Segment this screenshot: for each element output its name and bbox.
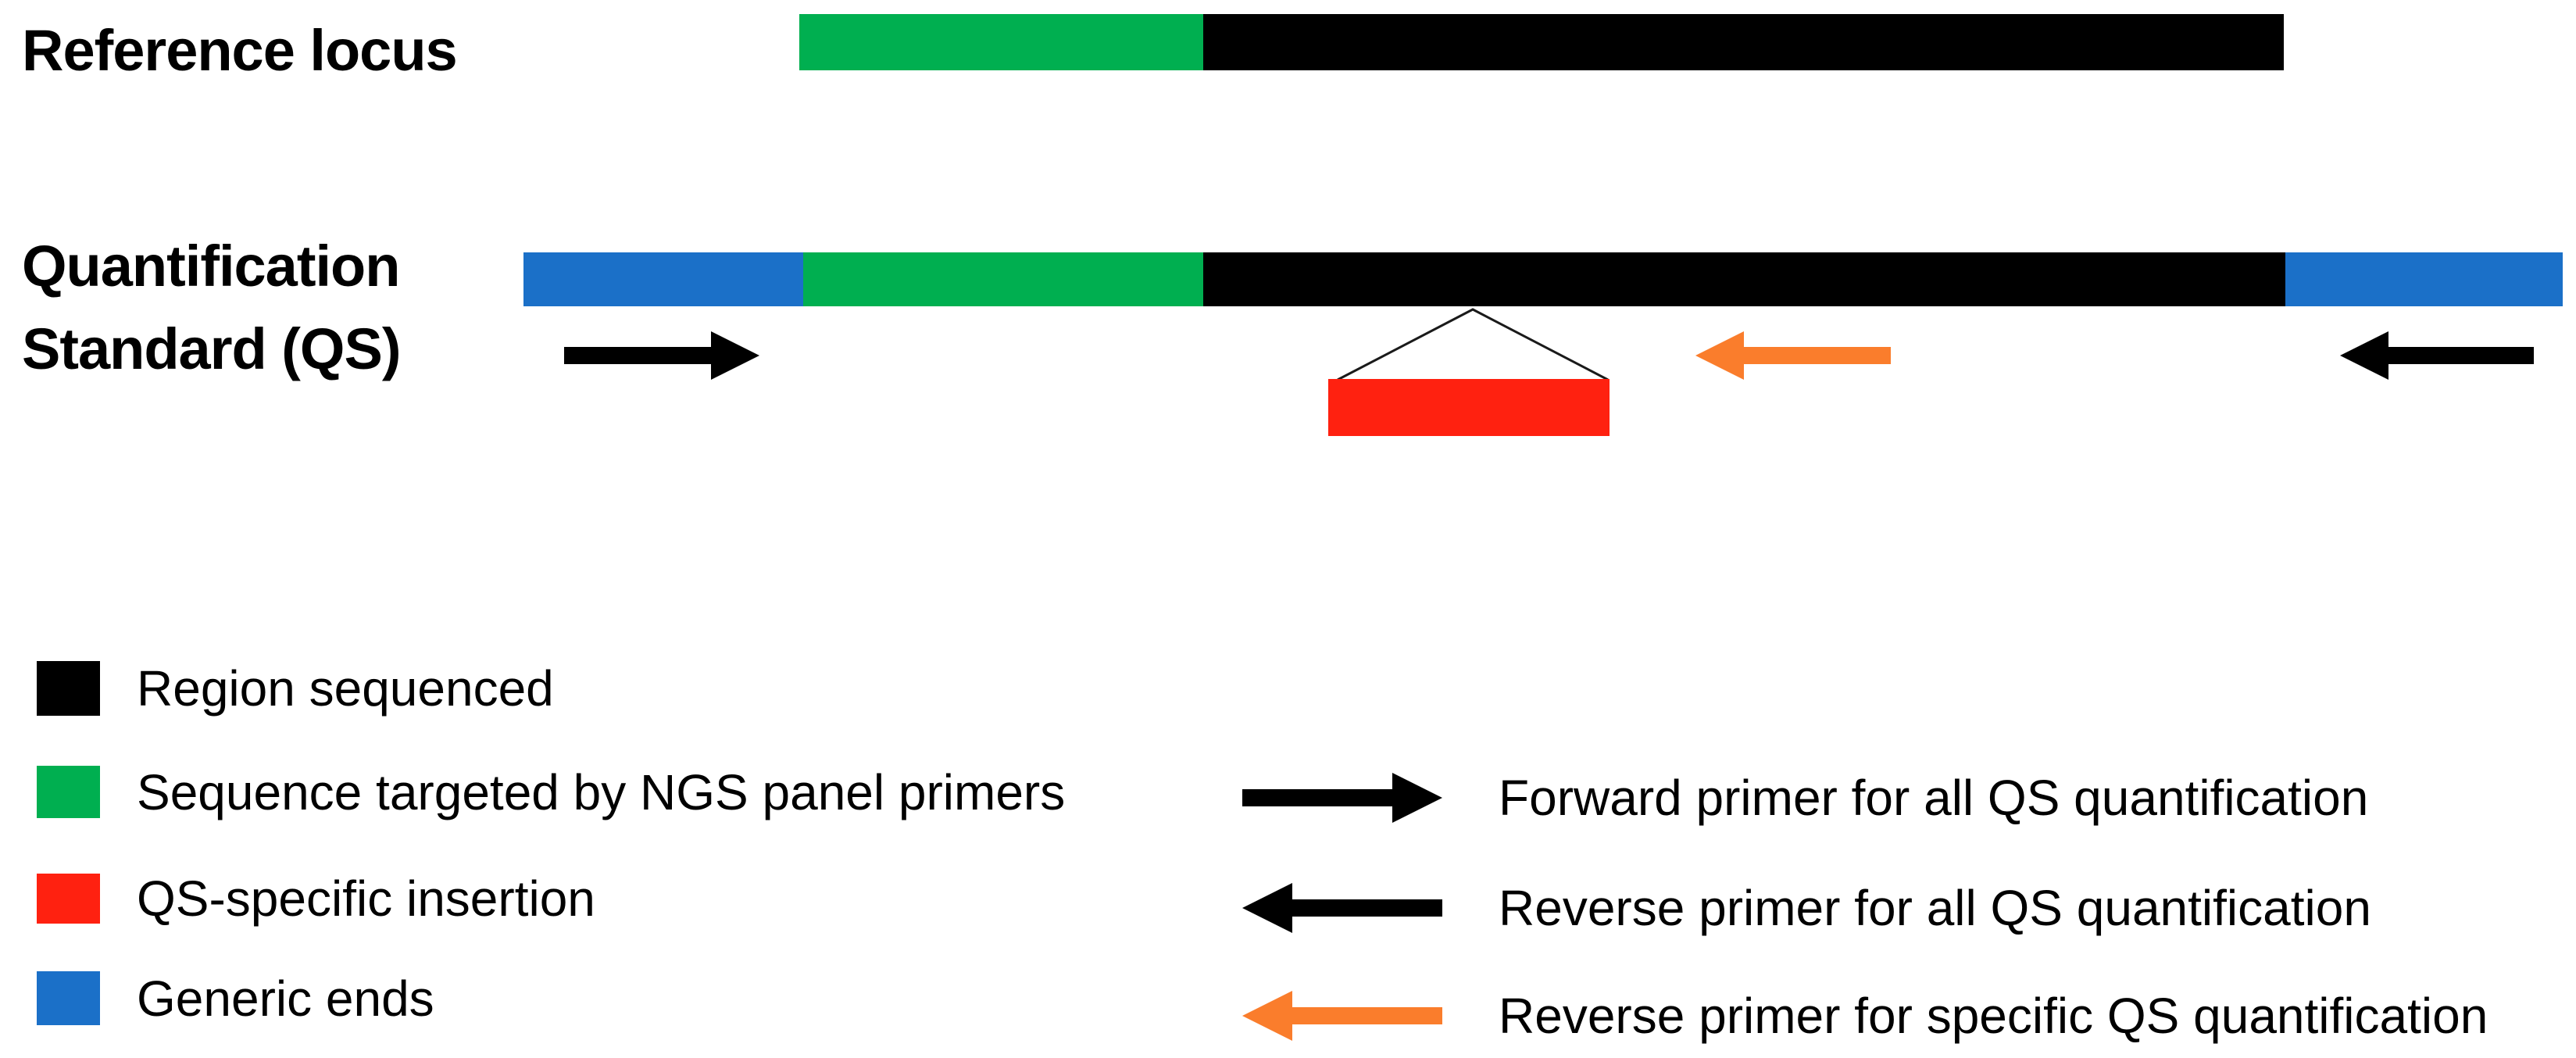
reference-locus-bar xyxy=(799,14,2284,70)
specific-reverse-primer-arrow-icon xyxy=(1695,331,1891,380)
red-swatch-icon xyxy=(37,874,100,924)
legend-item-reverse-primer: Reverse primer for all QS quantification xyxy=(1242,883,2371,933)
orange-reverse-arrow-icon xyxy=(1242,991,1442,1041)
blue-swatch-icon xyxy=(37,971,100,1025)
legend-label: Sequence targeted by NGS panel primers xyxy=(137,763,1066,820)
forward-primer-arrow-icon xyxy=(564,331,759,380)
qs-targeted-sequence-segment xyxy=(803,252,1203,306)
qs-generic-end-left-segment xyxy=(523,252,803,306)
legend-label: QS-specific insertion xyxy=(137,870,595,927)
qs-generic-end-right-segment xyxy=(2285,252,2563,306)
green-swatch-icon xyxy=(37,766,100,818)
quantification-standard-label: Quantification Standard (QS) xyxy=(22,225,401,391)
legend-item-targeted-sequence: Sequence targeted by NGS panel primers xyxy=(37,766,1065,818)
legend-item-generic-ends: Generic ends xyxy=(37,971,434,1025)
reverse-primer-arrow-icon xyxy=(2340,331,2534,380)
legend-label: Forward primer for all QS quantification xyxy=(1499,770,2369,826)
reference-locus-label: Reference locus xyxy=(22,18,458,83)
legend-item-region-sequenced: Region sequenced xyxy=(37,661,554,716)
qs-specific-insertion-box xyxy=(1328,379,1610,436)
legend-item-qs-insertion: QS-specific insertion xyxy=(37,874,595,924)
quantification-standard-label-line2: Standard (QS) xyxy=(22,316,401,381)
black-swatch-icon xyxy=(37,661,100,716)
quantification-standard-label-line1: Quantification xyxy=(22,234,400,298)
reference-sequenced-region-segment xyxy=(1203,14,2284,70)
qs-sequenced-region-segment xyxy=(1203,252,2285,306)
legend-label: Region sequenced xyxy=(137,660,554,717)
legend-label: Reverse primer for all QS quantification xyxy=(1499,880,2371,936)
legend-item-specific-reverse-primer: Reverse primer for specific QS quantific… xyxy=(1242,991,2488,1041)
qs-bar xyxy=(523,252,2563,306)
insertion-callout-lines xyxy=(1320,306,1617,383)
legend-label: Reverse primer for specific QS quantific… xyxy=(1499,988,2488,1044)
reverse-arrow-icon xyxy=(1242,883,1442,933)
reference-targeted-sequence-segment xyxy=(799,14,1203,70)
forward-arrow-icon xyxy=(1242,773,1442,823)
legend-label: Generic ends xyxy=(137,970,434,1027)
legend-item-forward-primer: Forward primer for all QS quantification xyxy=(1242,773,2368,823)
